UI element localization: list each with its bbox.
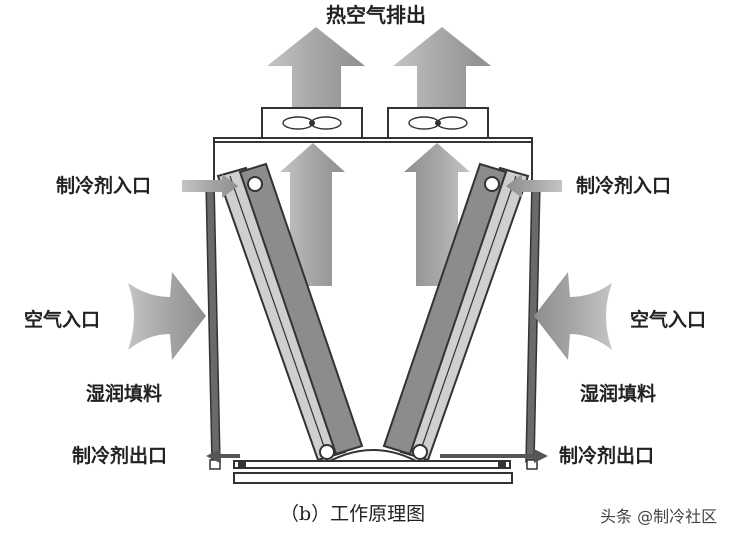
air-inlet-label-right: 空气入口	[630, 308, 706, 331]
refrigerant-outlet-arrow-left	[206, 449, 240, 463]
wet-pad-label-right: 湿润填料	[580, 382, 656, 405]
refrigerant-inlet-label-right: 制冷剂入口	[576, 174, 671, 197]
refrigerant-outlet-label-right: 制冷剂出口	[559, 444, 654, 467]
watermark: 头条 @制冷社区	[600, 507, 717, 526]
refrigerant-inlet-arrow-right	[506, 174, 562, 198]
air-inlet-arrow-left	[128, 272, 206, 360]
air-inlet-arrow-right	[534, 272, 612, 360]
fan-left	[261, 107, 363, 139]
wet-pad-right	[525, 181, 541, 463]
exhaust-arrow-right	[393, 27, 491, 108]
refrigerant-inlet-arrow-left	[182, 174, 238, 198]
air-inlet-label-left: 空气入口	[24, 308, 100, 331]
coil-left	[216, 162, 364, 462]
hot-air-exhaust-label: 热空气排出	[326, 3, 426, 27]
internal-airflow-arrows	[280, 143, 470, 286]
wet-pad-left	[205, 181, 221, 463]
exhaust-arrow-left	[267, 27, 365, 108]
coil-right	[382, 162, 530, 462]
unit-frame	[213, 140, 533, 183]
base-plate	[209, 459, 538, 484]
figure-caption: （b）工作原理图	[280, 503, 425, 525]
refrigerant-outlet-label-left: 制冷剂出口	[72, 444, 167, 467]
wet-pad-label-left: 湿润填料	[86, 382, 162, 405]
refrigerant-inlet-label-left: 制冷剂入口	[56, 174, 151, 197]
hot-air-exhaust-arrows	[267, 27, 491, 108]
fan-right	[387, 107, 489, 139]
top-plate	[213, 137, 533, 143]
refrigerant-outlet-arrow-right	[440, 449, 548, 463]
